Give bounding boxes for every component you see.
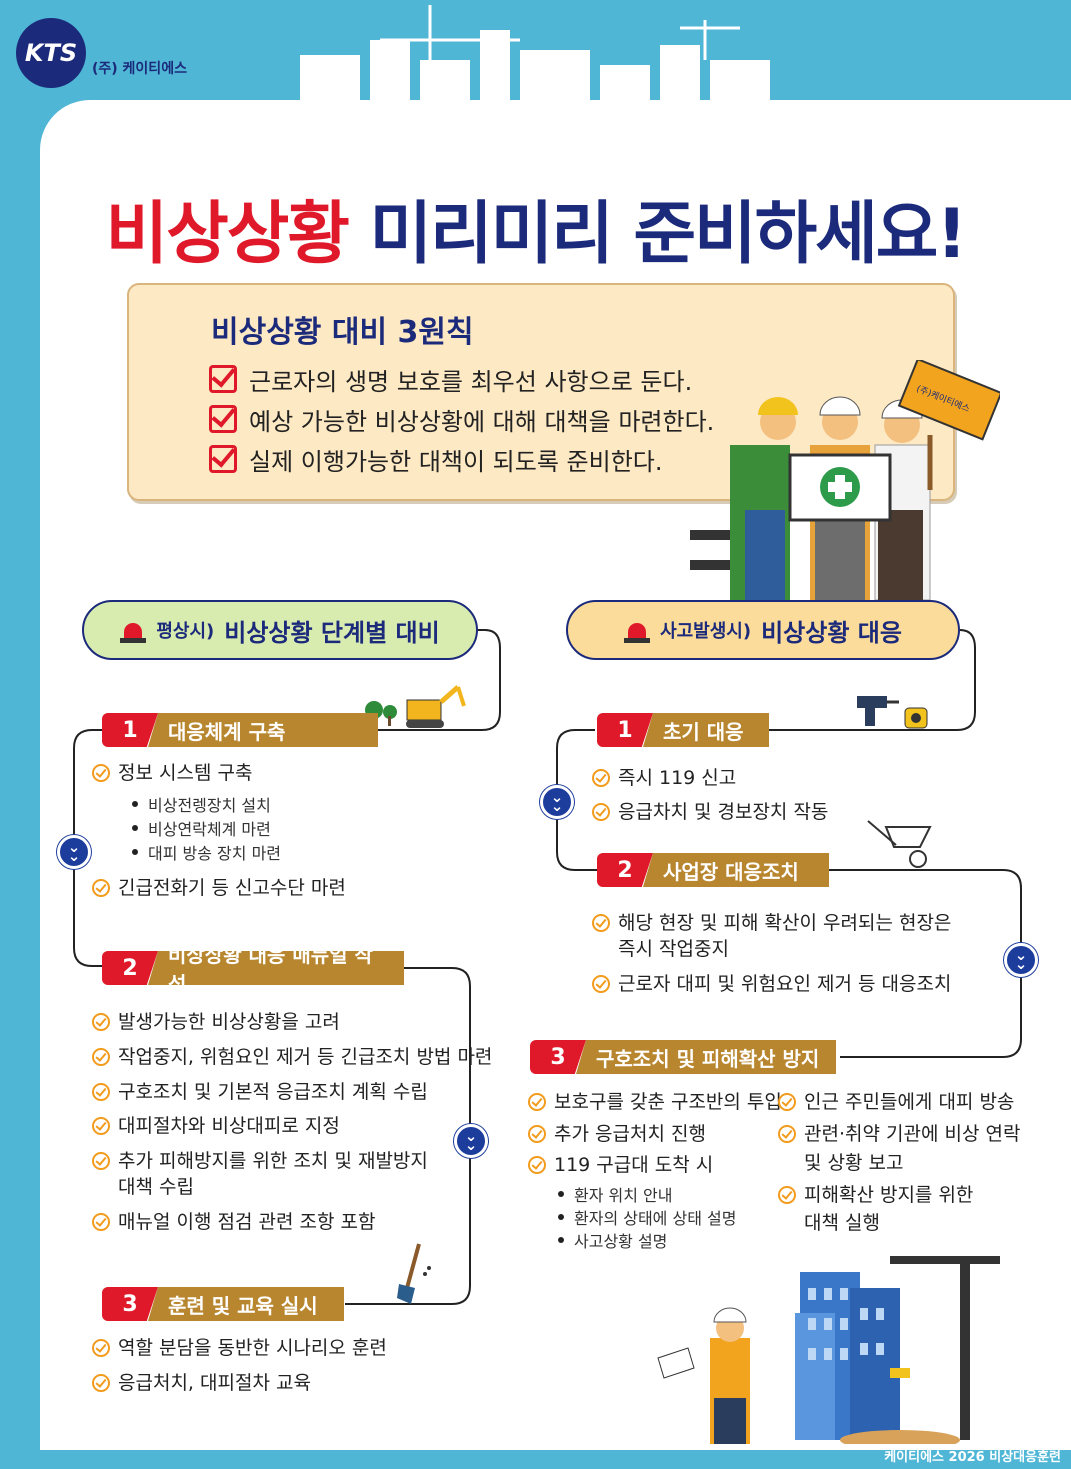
left-step-2: 2 비상상황 대응 매뉴얼 작성	[102, 951, 404, 985]
check-item: 발생가능한 비상상황을 고려	[92, 1009, 340, 1035]
check-item: 정보 시스템 구축	[92, 760, 252, 786]
bullet-item: 환자의 상태에 상태 설명	[558, 1205, 736, 1229]
principle-item: 근로자의 생명 보호를 최우선 사항으로 둔다.	[209, 359, 714, 399]
bullet-item: 환자 위치 안내	[558, 1182, 673, 1206]
check-item-continued: 즉시 작업중지	[618, 938, 729, 960]
company-logo: KTS (주) 케이티에스	[16, 18, 187, 88]
check-icon	[92, 1013, 110, 1031]
check-item: 즉시 119 신고	[592, 765, 736, 791]
check-icon	[92, 1048, 110, 1066]
chevron-down-icon: ⌄⌄	[540, 785, 574, 819]
checkbox-icon	[209, 405, 237, 433]
check-item: 근로자 대피 및 위험요인 제거 등 대응조치	[592, 971, 951, 997]
siren-icon	[624, 617, 651, 643]
check-icon	[92, 1339, 110, 1357]
wheelbarrow-icon	[867, 820, 932, 868]
bullet-item: 사고상황 설명	[558, 1228, 667, 1252]
check-item-continued: 대책 수립	[118, 1176, 194, 1198]
check-icon	[92, 764, 110, 782]
check-item-continued: 대책 실행	[804, 1212, 880, 1234]
check-icon	[592, 803, 610, 821]
kts-logo-mark: KTS	[16, 18, 86, 88]
check-item: 구호조치 및 기본적 응급조치 계획 수립	[92, 1079, 428, 1105]
bullet-item: 대피 방송 장치 마련	[132, 840, 281, 864]
chevron-down-icon: ⌄⌄	[454, 1124, 488, 1158]
left-section-header: 평상시) 비상상황 단계별 대비	[82, 600, 478, 660]
right-step-3: 3 구호조치 및 피해확산 방지	[530, 1040, 836, 1074]
checkbox-icon	[209, 445, 237, 473]
construction-site-illustration	[657, 1256, 1000, 1444]
check-item: 매뉴얼 이행 점검 관련 조항 포함	[92, 1209, 375, 1235]
check-icon	[92, 1152, 110, 1170]
check-item: 응급처치, 대피절차 교육	[92, 1370, 311, 1396]
title-rest: 미리미리 준비하세요!	[369, 195, 968, 274]
check-item: 인근 주민들에게 대피 방송	[778, 1089, 1014, 1115]
siren-icon	[120, 617, 147, 643]
check-item: 피해확산 방지를 위한	[778, 1182, 973, 1208]
check-item: 해당 현장 및 피해 확산이 우려되는 현장은	[592, 910, 951, 936]
check-icon	[92, 1213, 110, 1231]
shovel-icon	[397, 1243, 431, 1304]
check-icon	[528, 1156, 546, 1174]
excavator-icon	[365, 685, 466, 728]
title-highlight: 비상상황	[105, 195, 350, 274]
checkbox-icon	[209, 365, 237, 393]
check-icon	[92, 879, 110, 897]
check-item: 추가 피해방지를 위한 조치 및 재발방지	[92, 1148, 428, 1174]
check-item: 대피절차와 비상대피로 지정	[92, 1113, 340, 1139]
principles-heading: 비상상황 대비 3원칙	[211, 315, 474, 350]
check-item: 119 구급대 도착 시	[528, 1152, 713, 1178]
right-step-2: 2 사업장 대응조치	[597, 853, 829, 887]
principle-item: 실제 이행가능한 대책이 되도록 준비한다.	[209, 439, 714, 479]
check-item: 작업중지, 위험요인 제거 등 긴급조치 방법 마련	[92, 1044, 492, 1070]
check-icon	[92, 1117, 110, 1135]
check-item: 긴급전화기 등 신고수단 마련	[92, 875, 346, 901]
check-item: 보호구를 갖춘 구조반의 투입	[528, 1089, 782, 1115]
workers-illustration: (주)케이티에스	[690, 360, 1000, 600]
check-icon	[778, 1093, 796, 1111]
page-title: 비상상황 미리미리 준비하세요!	[0, 178, 1071, 277]
check-item-continued: 및 상황 보고	[804, 1152, 904, 1174]
check-icon	[92, 1374, 110, 1392]
bullet-item: 비상전렝장치 설치	[132, 792, 271, 816]
check-icon	[778, 1125, 796, 1143]
right-step-1: 1 초기 대응	[597, 713, 769, 747]
check-icon	[92, 1083, 110, 1101]
check-icon	[528, 1093, 546, 1111]
check-icon	[592, 769, 610, 787]
check-item: 역할 분담을 동반한 시나리오 훈련	[92, 1335, 387, 1361]
left-step-1: 1 대응체계 구축	[102, 713, 378, 747]
check-icon	[592, 975, 610, 993]
chevron-down-icon: ⌄⌄	[1004, 943, 1038, 977]
check-icon	[592, 914, 610, 932]
check-item: 추가 응급처치 진행	[528, 1121, 706, 1147]
check-icon	[528, 1125, 546, 1143]
company-name: (주) 케이티에스	[92, 61, 187, 77]
check-item: 응급차치 및 경보장치 작동	[592, 799, 828, 825]
right-section-header: 사고발생시) 비상상황 대응	[566, 600, 960, 660]
principle-item: 예상 가능한 비상상황에 대해 대책을 마련한다.	[209, 399, 714, 439]
footer-text: 케이티에스 2026 비상대응훈련	[884, 1450, 1061, 1465]
check-item: 관련·취약 기관에 비상 연락	[778, 1121, 1020, 1147]
chevron-down-icon: ⌄⌄	[57, 835, 91, 869]
drill-and-tape-icon	[857, 696, 928, 729]
check-icon	[778, 1186, 796, 1204]
left-step-3: 3 훈련 및 교육 실시	[102, 1287, 344, 1321]
bullet-item: 비상연락체계 마련	[132, 816, 271, 840]
